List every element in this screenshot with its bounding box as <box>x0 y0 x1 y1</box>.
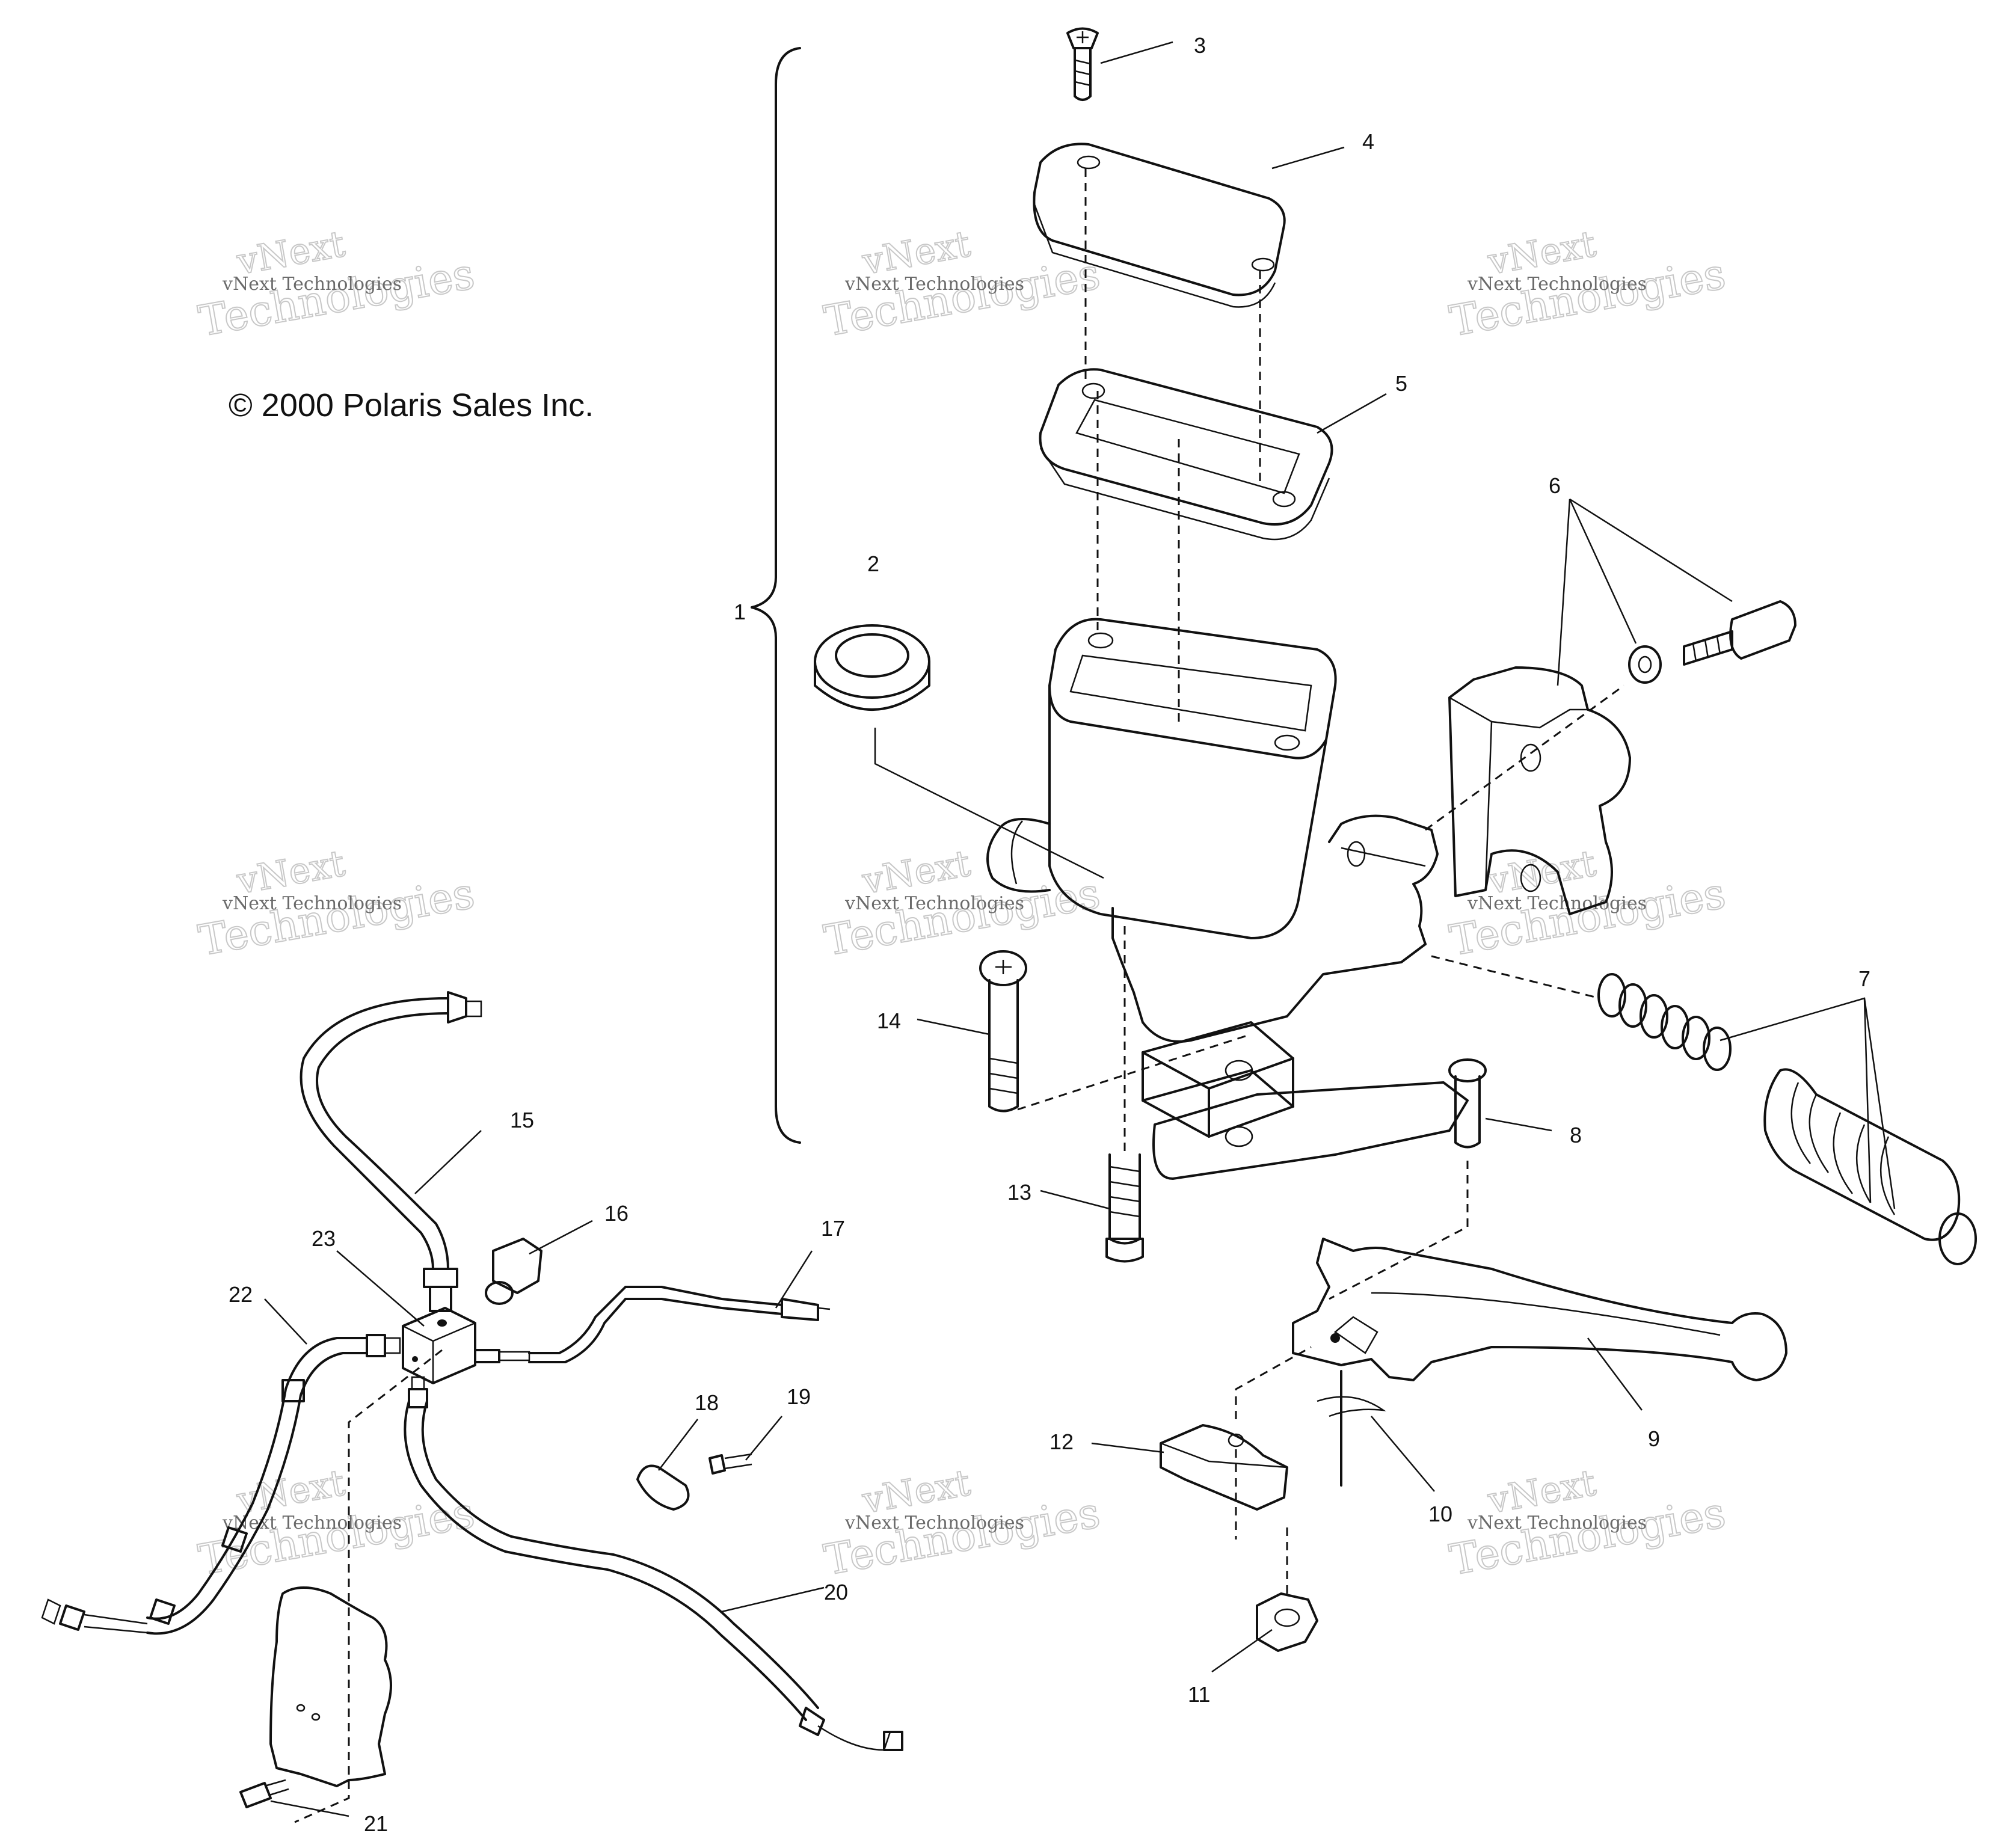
leader-21 <box>270 1800 349 1817</box>
leader-15 <box>414 1130 482 1194</box>
leader-14 <box>917 1018 990 1036</box>
watermark-line: vNext Technologies <box>844 893 1024 914</box>
brake-line-part-17 <box>474 1286 831 1363</box>
callout-23: 23 <box>312 1226 336 1251</box>
junction-block-part-23 <box>402 1307 476 1384</box>
spring-part-10 <box>1317 1370 1386 1487</box>
screw-part-19 <box>708 1453 752 1475</box>
leader-4 <box>1271 146 1345 170</box>
boot-part-2 <box>814 624 930 711</box>
clamp-part-6 <box>1448 666 1631 915</box>
leader-16 <box>529 1220 593 1255</box>
callout-6: 6 <box>1549 473 1561 498</box>
watermark-line: vNext Technologies <box>222 893 402 914</box>
bolt-part-6 <box>1683 600 1796 666</box>
gasket-part-5 <box>1039 368 1333 541</box>
hose-part-20 <box>404 1376 903 1751</box>
watermark-line: vNext Technologies <box>844 274 1024 295</box>
leader-7 <box>1720 997 1896 1209</box>
screw-part-13 <box>1105 1153 1144 1263</box>
callout-1: 1 <box>734 600 746 624</box>
washer-part-6 <box>1628 645 1662 684</box>
callout-13: 13 <box>1007 1180 1031 1205</box>
callout-22: 22 <box>229 1282 253 1307</box>
leader-13 <box>1040 1190 1110 1210</box>
callout-4: 4 <box>1362 129 1374 154</box>
callout-2: 2 <box>867 551 879 576</box>
callout-21: 21 <box>364 1811 388 1836</box>
screw-part-14 <box>979 950 1027 1113</box>
leader-19 <box>745 1416 782 1461</box>
assembly-bracket <box>751 47 801 1144</box>
callout-20: 20 <box>824 1580 848 1604</box>
callout-5: 5 <box>1395 371 1407 396</box>
callout-16: 16 <box>604 1201 628 1226</box>
callout-15: 15 <box>510 1108 534 1132</box>
watermark-line: vNext Technologies <box>1467 274 1647 295</box>
callout-10: 10 <box>1428 1502 1452 1526</box>
knob-part-12 <box>1160 1424 1288 1511</box>
copyright-text: © 2000 Polaris Sales Inc. <box>229 387 594 423</box>
leader-10 <box>1371 1416 1435 1492</box>
leader-12 <box>1091 1442 1164 1454</box>
callout-9: 9 <box>1648 1426 1660 1451</box>
hose-part-22 <box>41 1334 401 1635</box>
pin-part-8 <box>1448 1058 1487 1149</box>
leader-11 <box>1211 1629 1273 1673</box>
callout-12: 12 <box>1050 1429 1074 1454</box>
leader-9 <box>1587 1337 1643 1411</box>
cover-part-4 <box>1033 143 1286 308</box>
watermark-line: vNext Technologies <box>1467 893 1647 914</box>
leader-22 <box>264 1298 307 1345</box>
callout-7: 7 <box>1858 966 1870 991</box>
callout-19: 19 <box>787 1384 811 1409</box>
spring-part-7 <box>1597 973 1732 1071</box>
callout-14: 14 <box>877 1008 901 1033</box>
callout-18: 18 <box>695 1390 719 1415</box>
callout-8: 8 <box>1570 1123 1582 1147</box>
fitting-part-16 <box>485 1238 542 1305</box>
piston-part-7 <box>1763 1068 1977 1265</box>
clip-part-18 <box>636 1464 690 1511</box>
watermark-line: vNext Technologies <box>1467 1512 1647 1533</box>
master-cylinder-body <box>986 618 1469 1180</box>
callout-3: 3 <box>1194 33 1206 58</box>
watermark-line: vNext Technologies <box>222 1512 402 1533</box>
leader-18 <box>658 1419 698 1471</box>
callout-11: 11 <box>1188 1682 1210 1707</box>
leader-20 <box>721 1586 825 1613</box>
callout-17: 17 <box>821 1216 845 1241</box>
screw-part-3 <box>1066 27 1099 101</box>
leader-23 <box>336 1250 425 1327</box>
leader-17 <box>775 1250 813 1309</box>
watermark-line: vNext Technologies <box>844 1512 1024 1533</box>
leader-3 <box>1100 41 1173 64</box>
hose-part-15 <box>300 991 482 1312</box>
leader-6 <box>1557 498 1733 686</box>
screw-part-21 <box>239 1779 289 1808</box>
watermark-line: vNext Technologies <box>222 274 402 295</box>
leader-8 <box>1485 1117 1552 1132</box>
lever-part-9 <box>1292 1238 1787 1381</box>
leader-5 <box>1317 393 1387 434</box>
nut-part-11 <box>1256 1592 1318 1652</box>
frame-fragment <box>269 1586 392 1787</box>
